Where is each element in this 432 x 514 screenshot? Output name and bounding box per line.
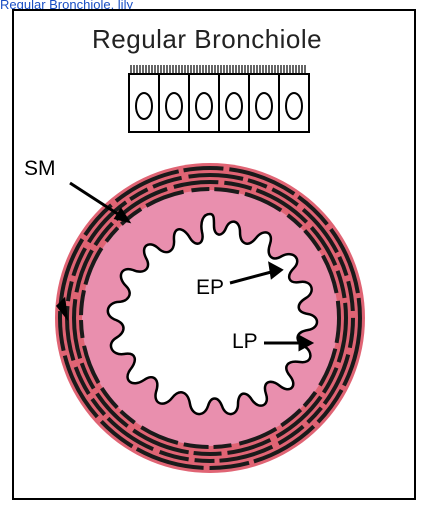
ep-arrow — [229, 269, 276, 285]
muscle-band-lines — [58, 166, 362, 470]
lp-arrowhead — [298, 334, 315, 352]
cell-dividers — [158, 74, 280, 132]
sm-arrowhead — [113, 207, 132, 224]
cilia — [130, 65, 306, 74]
diagram-title: Regular Bronchiole — [92, 24, 323, 54]
label-epithelium: EP — [196, 276, 225, 299]
bronchiole-cross-section — [55, 163, 365, 473]
ep-arrowhead — [268, 261, 284, 280]
label-lamina-propria: LP — [232, 330, 258, 353]
lumen-epithelium — [106, 212, 319, 416]
label-smooth-muscle: SM — [24, 157, 56, 180]
edge-arrowhead — [55, 296, 69, 322]
epithelium-cell-strip — [128, 65, 310, 133]
label-arrows — [55, 181, 315, 352]
sm-arrow — [69, 181, 125, 220]
cell-nuclei — [135, 92, 303, 120]
